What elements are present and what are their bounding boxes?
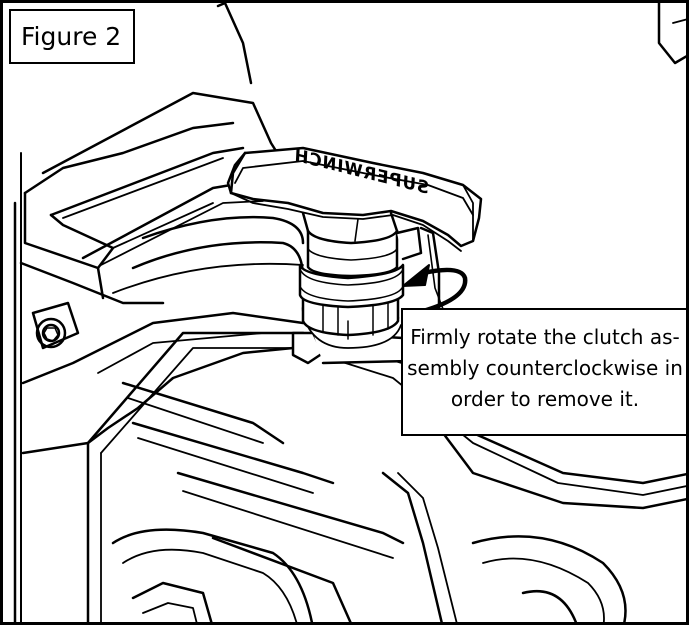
callout-line: Firmly rotate the clutch as- bbox=[410, 325, 680, 349]
clutch-assembly bbox=[226, 146, 483, 365]
curved-arrow-counterclockwise-icon bbox=[402, 264, 468, 314]
winch-housing bbox=[13, 3, 686, 622]
instruction-callout: Firmly rotate the clutch as- sembly coun… bbox=[401, 308, 686, 436]
figure-label: Figure 2 bbox=[9, 9, 135, 64]
callout-line: order to remove it. bbox=[450, 387, 640, 411]
callout-line: sembly counterclockwise in bbox=[407, 356, 683, 380]
figure-title: Figure 2 bbox=[21, 22, 122, 51]
winch-clutch-illustration bbox=[13, 3, 686, 622]
